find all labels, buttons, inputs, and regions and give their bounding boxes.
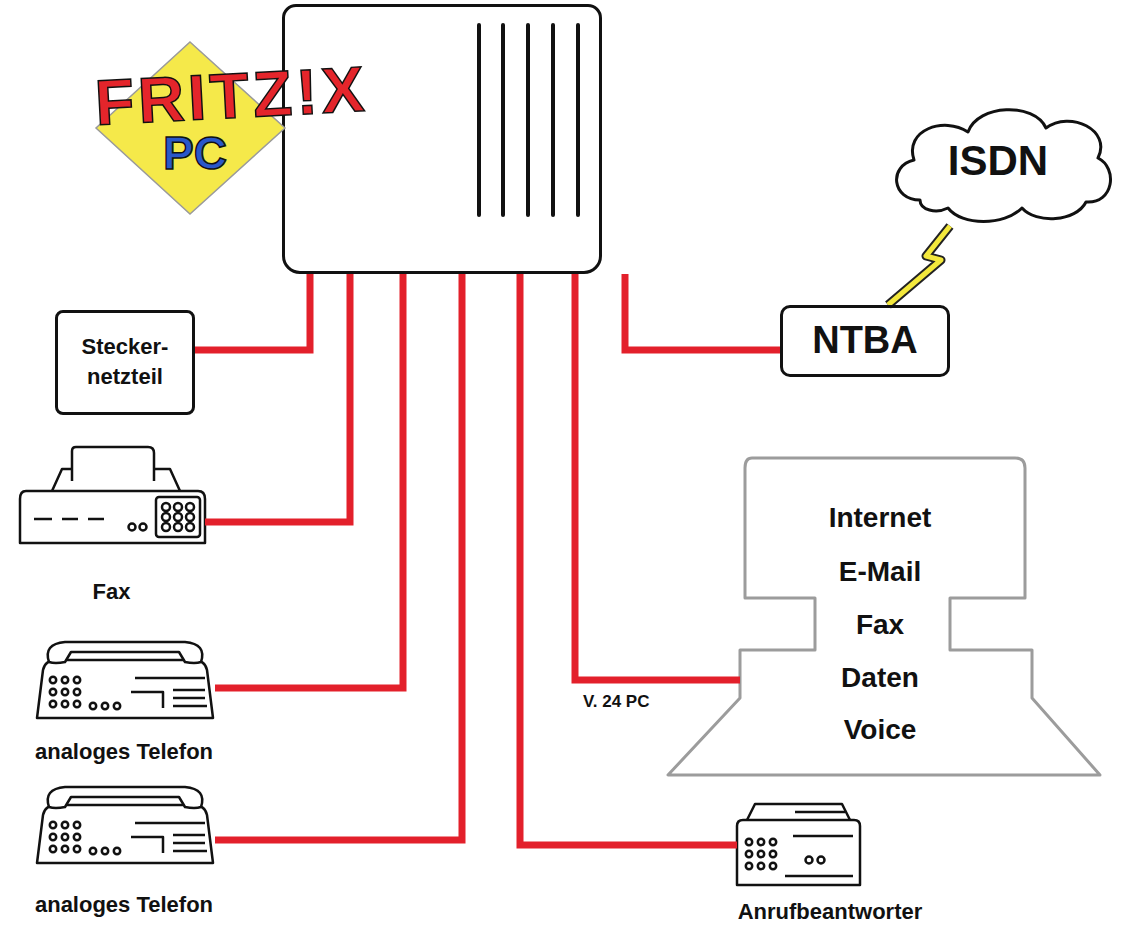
key — [758, 851, 764, 857]
key — [162, 523, 170, 531]
cable-connector — [575, 274, 740, 680]
answering-machine: Anrufbeantworter — [737, 798, 860, 928]
connector-line — [575, 274, 740, 680]
box-label: Stecker- netzteil — [58, 332, 192, 391]
connector-line — [625, 274, 780, 350]
box-label: NTBA — [783, 318, 947, 364]
connector-line — [888, 226, 950, 305]
isdn-router-box: FRITZ!XPC — [282, 4, 602, 274]
cable-connector — [205, 274, 350, 522]
ntba-box: NTBA — [780, 305, 950, 377]
feature-text: Internet — [734, 501, 1026, 535]
key — [129, 524, 136, 531]
connector-line — [520, 274, 737, 845]
connector-line — [205, 274, 350, 522]
connector-line — [215, 274, 462, 840]
key — [770, 851, 776, 857]
cable-connector — [625, 274, 780, 350]
lightning-link — [888, 226, 950, 305]
key — [186, 513, 194, 521]
key — [770, 839, 776, 845]
connector-line — [888, 226, 950, 305]
key — [162, 503, 170, 511]
feature-text: E-Mail — [734, 555, 1026, 589]
pc-outline — [668, 458, 1100, 775]
brand-logo-subtext: PC — [163, 130, 283, 176]
telephone-illustration — [37, 787, 213, 863]
cloud-label: ISDN — [878, 136, 1118, 186]
fax-slots — [34, 518, 104, 521]
fax-keypad — [156, 497, 200, 537]
fax-body — [20, 491, 205, 543]
telephone: analoges Telefon — [12, 638, 215, 768]
cable-connector — [195, 274, 310, 350]
cable-connector — [215, 274, 403, 688]
key — [186, 503, 194, 511]
key — [746, 863, 752, 869]
fax-paper — [72, 447, 154, 481]
key — [746, 851, 752, 857]
pc-monitor: InternetE-MailFaxDatenVoice — [740, 456, 1032, 776]
key — [758, 863, 764, 869]
answering-machine-illustration — [737, 804, 860, 885]
vent-line — [501, 25, 505, 215]
key — [746, 839, 752, 845]
key — [140, 524, 147, 531]
connector-line — [215, 274, 403, 688]
vent-line — [526, 25, 530, 215]
network-cloud: ISDN — [878, 96, 1118, 226]
port-label: V. 24 PC — [583, 692, 649, 712]
device-label: analoges Telefon — [4, 892, 244, 918]
key — [758, 839, 764, 845]
key — [806, 857, 813, 864]
brand-logo-text: FRITZ!X — [93, 54, 416, 135]
device-label: Fax — [18, 579, 205, 605]
cable-connector — [520, 274, 737, 845]
key — [174, 503, 182, 511]
device-label: Anrufbeantworter — [705, 899, 955, 925]
feature-text: Voice — [734, 713, 1026, 747]
key — [186, 523, 194, 531]
device-label: analoges Telefon — [4, 739, 244, 765]
feature-text: Daten — [734, 661, 1026, 695]
machine-lines — [785, 812, 853, 876]
feature-text: Fax — [734, 608, 1026, 642]
key — [770, 863, 776, 869]
key — [174, 513, 182, 521]
power-supply-box: Stecker- netzteil — [55, 310, 195, 415]
key — [174, 523, 182, 531]
fax-illustration — [20, 447, 205, 543]
connector-line — [195, 274, 310, 350]
cable-connector — [215, 274, 462, 840]
router-vents — [479, 25, 578, 215]
fax-device: Fax — [18, 445, 205, 610]
telephone-illustration — [37, 642, 213, 718]
vent-line — [576, 25, 580, 215]
key — [162, 513, 170, 521]
key — [818, 857, 825, 864]
vent-line — [477, 25, 481, 215]
vent-line — [551, 25, 555, 215]
telephone: analoges Telefon — [12, 783, 215, 918]
